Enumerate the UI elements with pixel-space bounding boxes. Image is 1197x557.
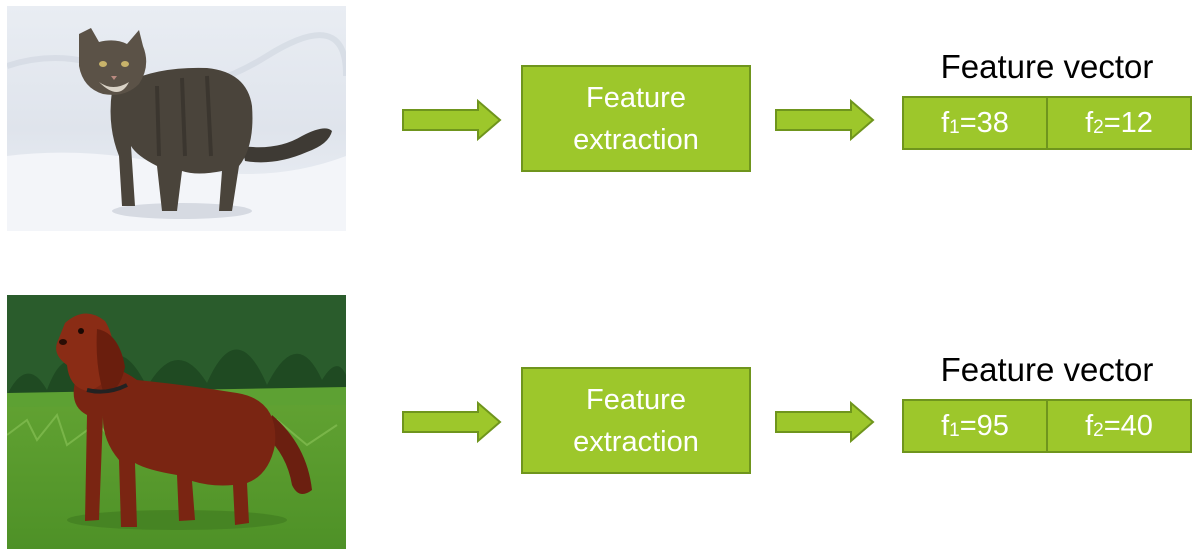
feature-extraction-label: Feature extraction — [573, 81, 699, 156]
feature-extraction-box: Feature extraction — [521, 65, 751, 172]
arrow-to-feature-vector — [775, 98, 875, 142]
feature-name: f — [1085, 106, 1094, 139]
cat-photo — [7, 6, 346, 231]
feature-name: f — [941, 106, 950, 139]
arrow-to-feature-extraction — [402, 400, 502, 444]
feature-extraction-label: Feature extraction — [573, 383, 699, 458]
feature-name: f — [941, 409, 950, 442]
feature-vector-title: Feature vector — [940, 351, 1154, 388]
feature-name: f — [1085, 409, 1094, 442]
arrow-to-feature-extraction — [402, 98, 502, 142]
feature-value: =40 — [1103, 409, 1153, 442]
arrow-to-feature-vector — [775, 400, 875, 444]
feature-vector-title: Feature vector — [940, 48, 1154, 85]
feature-value: =38 — [959, 106, 1009, 139]
feature-value: =95 — [959, 409, 1009, 442]
feature-value: =12 — [1103, 106, 1153, 139]
feature-extraction-box: Feature extraction — [521, 367, 751, 474]
dog-photo — [7, 295, 346, 549]
